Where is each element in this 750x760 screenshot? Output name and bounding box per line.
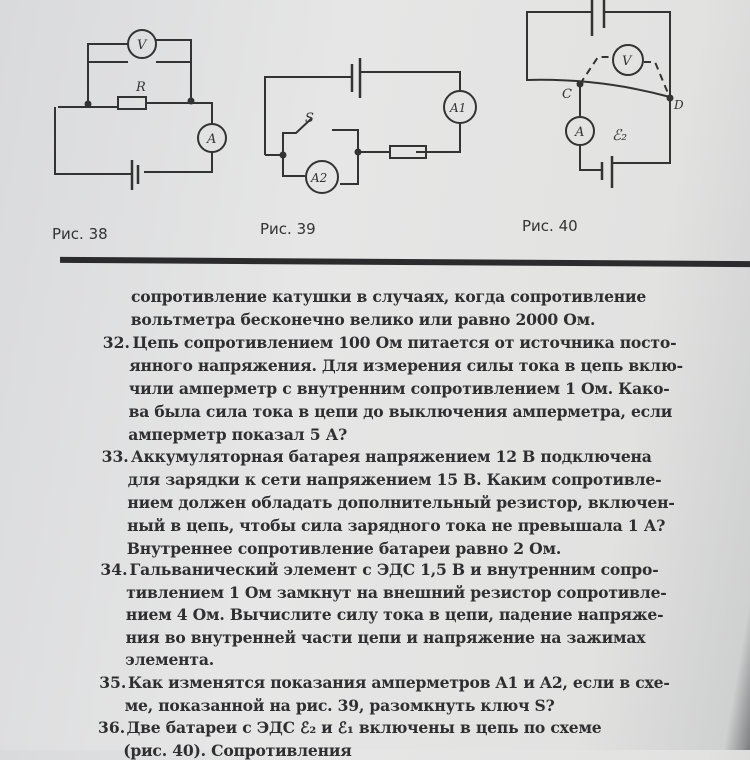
svg-text:D: D (673, 98, 684, 112)
problem-text-line: Цепь сопротивлением 100 Ом питается от и… (132, 333, 677, 352)
problem-text-line: вольтметра бесконечно велико или равно 2… (130, 310, 596, 329)
figure-38-caption: Рис. 38 (52, 225, 108, 243)
svg-text:C: C (562, 87, 572, 102)
svg-text:A2: A2 (310, 171, 327, 185)
ammeter-a1-icon (443, 90, 477, 124)
problem-text-line: амперметр показал 5 А? (128, 425, 348, 444)
problem-text-line: Аккумуляторная батарея напряжением 12 В … (131, 447, 652, 466)
problem-text-line: Гальванический элемент с ЭДС 1,5 В и вну… (129, 560, 659, 579)
problem-text-line: чили амперметр с внутренним сопротивлени… (128, 379, 670, 398)
problem-text-line: Внутреннее сопротивление батареи равно 2… (126, 539, 562, 558)
svg-text:V: V (137, 38, 148, 53)
svg-text:S: S (305, 111, 314, 126)
svg-text:A: A (206, 132, 216, 147)
figure-39-caption: Рис. 39 (260, 220, 316, 238)
svg-text:ℰ₂: ℰ₂ (612, 126, 627, 144)
resistor-icon (389, 145, 427, 159)
problem-text-line: для зарядки к сети напряжением 15 В. Как… (127, 470, 662, 489)
problem-text-line: Как изменятся показания амперметров A1 и… (128, 673, 670, 692)
problem-text-line: янного напряжения. Для измерения силы то… (129, 356, 683, 375)
svg-text:A1: A1 (449, 101, 466, 115)
problem-text-line: Две батареи с ЭДС ℰ₂ и ℰ₁ включены в цеп… (126, 718, 602, 737)
svg-text:A: A (574, 125, 584, 140)
figure-39-circuit: S A1 A2 (264, 58, 477, 194)
ammeter-icon (197, 123, 227, 153)
figure-40-circuit: V A C D ℰ₂ (526, 0, 684, 188)
problem-text-line: сопротивление катушки в случаях, когда с… (131, 287, 647, 306)
problem-number: 36. (98, 718, 126, 737)
problem-text-line: нием должен обладать дополнительный рези… (127, 493, 675, 512)
figure-40-caption: Рис. 40 (522, 217, 578, 235)
circuit-figures: V R A S A1 A2 V A C D ℰ₂ (54, 0, 684, 194)
problem-number: 33. (101, 447, 129, 466)
problem-text-line: ния во внутренней части цепи и напряжени… (125, 627, 646, 647)
svg-text:R: R (135, 80, 146, 95)
voltmeter-icon (612, 44, 644, 76)
ammeter-icon (565, 116, 595, 146)
problem-text-line: ме, показанной на рис. 39, разомкнуть кл… (124, 695, 555, 715)
ammeter-a2-icon (305, 160, 339, 194)
problem-text-line: элемента. (125, 650, 214, 670)
problem-number: 34. (100, 560, 128, 579)
problem-number: 32. (102, 333, 130, 352)
problem-text-line: тивлением 1 Ом замкнут на внешний резист… (126, 582, 667, 602)
problem-text-line: нием 4 Ом. Вычислите силу тока в цепи, п… (125, 605, 664, 625)
problem-text-line: (рис. 40). Сопротивления (123, 740, 352, 760)
problem-text-line: ный в цепь, чтобы сила зарядного тока не… (127, 516, 666, 535)
figure-38-circuit: V R A (54, 29, 227, 190)
resistor-icon (117, 96, 147, 110)
svg-text:V: V (622, 54, 633, 69)
problem-number: 35. (99, 673, 127, 692)
problem-text-line: ва была сила тока в цепи до выключения а… (128, 402, 673, 421)
